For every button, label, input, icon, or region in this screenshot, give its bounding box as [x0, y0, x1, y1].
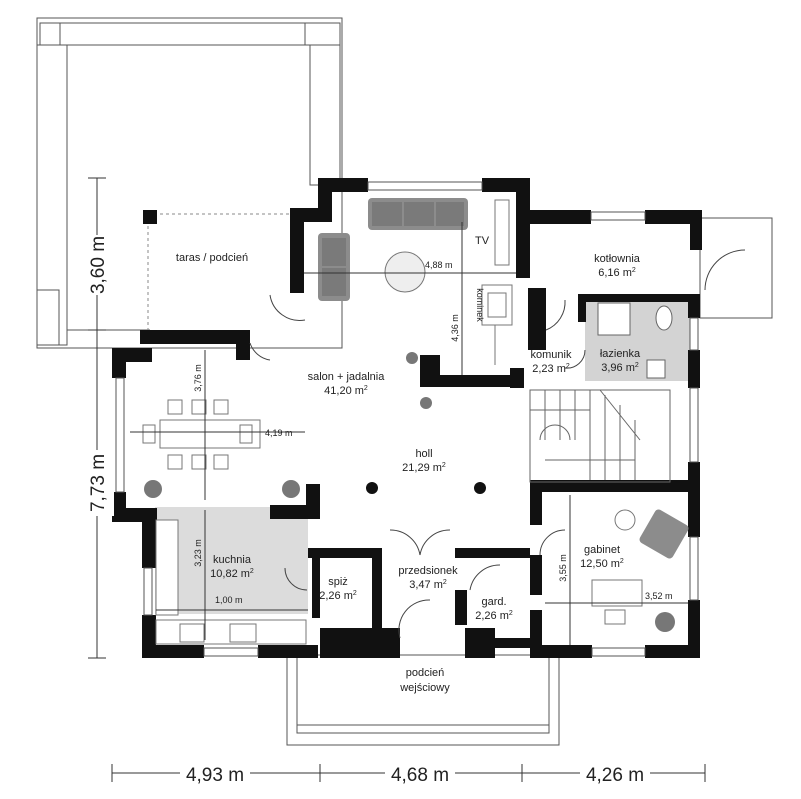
- room-salon-area: 41,20 m2: [324, 385, 368, 397]
- room-gard-area: 2,26 m2: [475, 610, 513, 622]
- room-salon-name: salon + jadalnia: [308, 371, 386, 383]
- room-taras: taras / podcień: [176, 252, 248, 264]
- kitchen-counter: [155, 519, 307, 645]
- dim-bottom-2: 4,68 m: [391, 765, 449, 786]
- room-spiz-area: 2,26 m2: [319, 590, 357, 602]
- room-spiz-name: spiż: [328, 576, 348, 588]
- room-holl-name: holl: [415, 448, 432, 460]
- room-kuchnia-area: 10,82 m2: [210, 568, 254, 580]
- dim-bottom-1: 4,93 m: [186, 765, 244, 786]
- room-gabinet-name: gabinet: [584, 544, 620, 556]
- plant-icon: [144, 352, 675, 632]
- column: [143, 210, 157, 224]
- room-kotlownia-area: 6,16 m2: [598, 267, 636, 279]
- room-kotlownia-name: kotłownia: [594, 253, 641, 265]
- tv-cabinet: [494, 199, 510, 266]
- room-gabinet-area: 12,50 m2: [580, 558, 624, 570]
- room-komunik-name: komunik: [531, 349, 572, 361]
- dim-left-main: 7,73 m: [88, 454, 109, 512]
- room-przedsionek-area: 3,47 m2: [409, 579, 447, 591]
- dim-bottom-3: 4,26 m: [586, 765, 644, 786]
- bay-window: [699, 217, 773, 319]
- windows: [115, 181, 699, 657]
- fireplace: [481, 284, 513, 365]
- room-podcien-line1: podcień: [406, 667, 445, 679]
- room-przedsionek-name: przedsionek: [398, 565, 458, 577]
- dim-salon-width: 4,88 m: [425, 260, 453, 270]
- room-komunik-area: 2,23 m2: [532, 363, 570, 375]
- dim-left-top: 3,60 m: [88, 236, 109, 294]
- dim-dining-height: 3,76 m: [193, 364, 203, 392]
- dim-kitchen-width: 1,00 m: [215, 595, 243, 605]
- terrace-pergola: [36, 17, 343, 349]
- office-desk: [591, 509, 643, 625]
- dim-gabinet-height: 3,55 m: [558, 554, 568, 582]
- fireplace-label: kominek: [475, 288, 485, 322]
- room-kuchnia-name: kuchnia: [213, 554, 252, 566]
- entrance-porch: [286, 654, 560, 746]
- column: [366, 482, 378, 494]
- room-podcien-line2: wejściowy: [399, 682, 450, 694]
- dim-salon-height: 4,36 m: [450, 314, 460, 342]
- room-gard-name: gard.: [481, 596, 506, 608]
- tv-label: TV: [475, 235, 490, 247]
- walls: [112, 178, 702, 658]
- column: [474, 482, 486, 494]
- doors: [249, 249, 746, 639]
- coffee-table: [384, 251, 426, 293]
- dining-table: [142, 399, 261, 470]
- kitchen-floor: [155, 507, 308, 614]
- room-holl-area: 21,29 m2: [402, 462, 446, 474]
- dim-dining-width: 4,19 m: [265, 428, 293, 438]
- bath-fixtures: [597, 302, 673, 379]
- dim-gabinet-width: 3,52 m: [645, 591, 673, 601]
- room-lazienka-area: 3,96 m2: [601, 362, 639, 374]
- room-lazienka-name: łazienka: [600, 348, 641, 360]
- staircase: [529, 389, 671, 483]
- dim-kitchen-height: 3,23 m: [193, 539, 203, 567]
- armchair: [639, 509, 689, 559]
